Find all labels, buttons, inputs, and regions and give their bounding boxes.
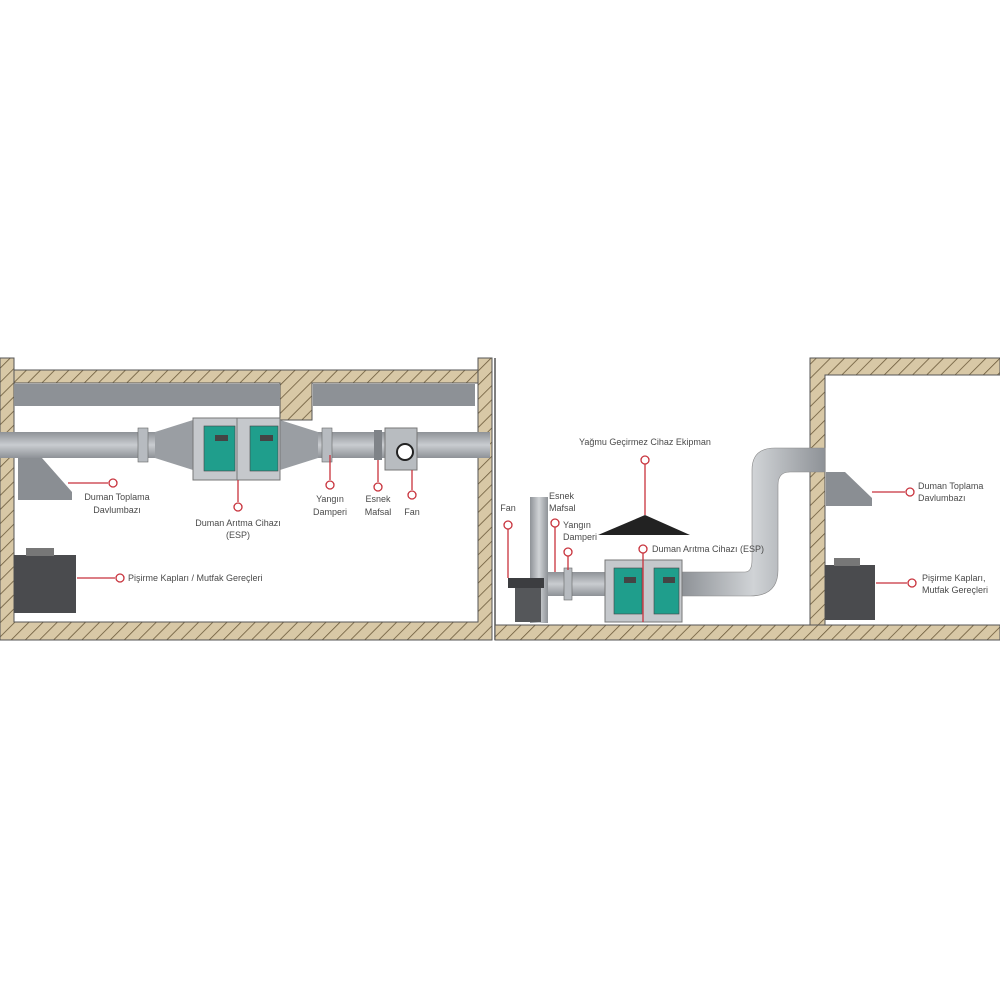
- bent-duct: [681, 447, 826, 597]
- label-damper-1: Yangın: [316, 494, 344, 504]
- label-damper-2: Damperi: [563, 532, 597, 542]
- label-fan: Fan: [404, 507, 420, 517]
- label-esp-2: (ESP): [226, 530, 250, 540]
- duct-transition: [280, 420, 318, 470]
- label-esp: Duman Arıtma Cihazı (ESP): [652, 544, 764, 554]
- fire-damper-icon: [563, 567, 573, 601]
- fire-damper-icon: [137, 427, 149, 463]
- outdoor-building: [494, 357, 1000, 641]
- esp-unit-icon: [192, 417, 281, 481]
- label-joint-2: Mafsal: [549, 503, 576, 513]
- fan-icon: [508, 578, 544, 622]
- duct: [548, 572, 605, 596]
- label-damper-1: Yangın: [563, 520, 591, 530]
- duct-transition: [155, 420, 193, 470]
- label-hood-1: Duman Toplama: [84, 492, 149, 502]
- fire-damper-icon: [321, 427, 333, 463]
- label-hood-2: Davlumbazı: [918, 493, 966, 503]
- indoor-building: [0, 357, 493, 641]
- label-cooking-2: Mutfak Gereçleri: [922, 585, 988, 595]
- label-rain-cap: Yağmu Geçirmez Cihaz Ekipman: [579, 437, 711, 447]
- cooking-equipment-icon: [14, 555, 76, 613]
- label-hood-2: Davlumbazı: [93, 505, 141, 515]
- wall: [809, 357, 1000, 626]
- ceiling-beam: [313, 384, 475, 406]
- cooking-equipment-icon: [825, 565, 875, 620]
- hood-icon: [18, 458, 72, 500]
- label-joint-1: Esnek: [549, 491, 575, 501]
- label-fan: Fan: [500, 503, 516, 513]
- label-joint-1: Esnek: [365, 494, 391, 504]
- label-esp-1: Duman Arıtma Cihazı: [195, 518, 281, 528]
- label-joint-2: Mafsal: [365, 507, 392, 517]
- hood-icon: [826, 472, 872, 506]
- ceiling-beam: [14, 384, 280, 406]
- label-damper-2: Damperi: [313, 507, 347, 517]
- ground: [494, 624, 1000, 641]
- flexible-joint-icon: [374, 430, 382, 460]
- label-cooking: Pişirme Kapları / Mutfak Gereçleri: [128, 573, 263, 583]
- label-cooking-1: Pişirme Kapları,: [922, 573, 986, 583]
- outdoor-labels: Yağmu Geçirmez Cihaz Ekipman Fan Esnek M…: [500, 437, 988, 622]
- fan-icon: [384, 427, 418, 471]
- indoor-labels: Duman Toplama Davlumbazı Duman Arıtma Ci…: [68, 455, 420, 583]
- ceiling: [13, 369, 479, 421]
- rain-cap-icon: [598, 515, 690, 535]
- label-hood-1: Duman Toplama: [918, 481, 983, 491]
